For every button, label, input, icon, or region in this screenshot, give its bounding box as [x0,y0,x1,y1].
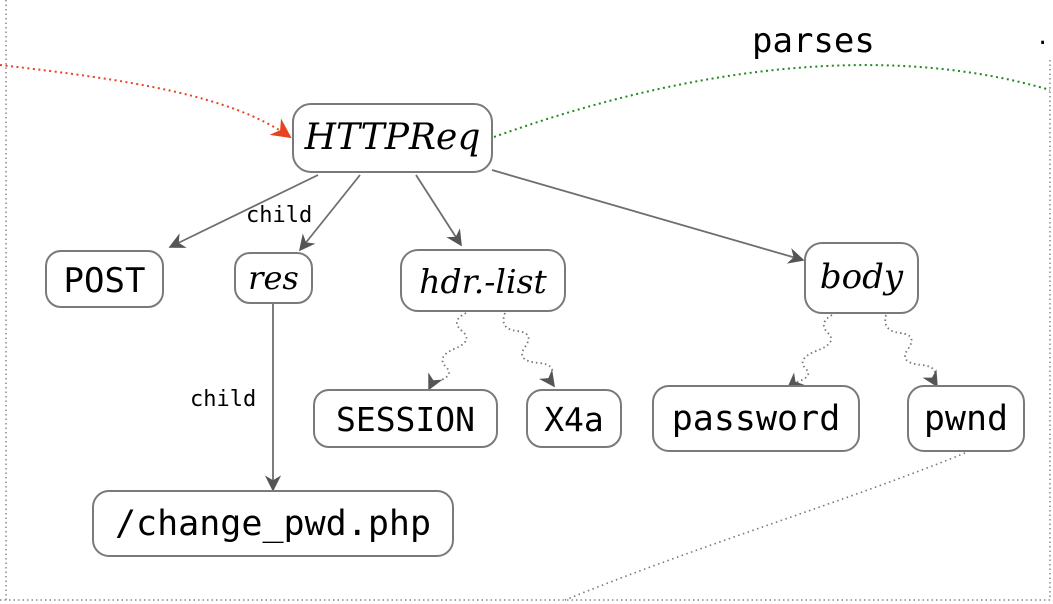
node-post-label: POST [64,261,146,301]
node-change-pwd-path-label: /change_pwd.php [115,504,431,544]
node-password-label: password [672,399,841,439]
red-incoming-edge [0,64,292,139]
edge-body-pwnd [884,314,938,388]
node-x4a-label: X4a [544,400,604,439]
edge-label-child-lower: child [190,387,256,412]
ellipsis-mark: ·· [1036,31,1053,56]
edge-hdr-list-x4a [502,312,555,388]
node-session: SESSION [313,389,498,448]
edge-body-password [786,314,833,390]
node-pwnd: pwnd [907,385,1025,452]
node-change-pwd-path: /change_pwd.php [92,490,454,557]
edge-label-child-upper: child [246,203,312,228]
edge-hdr-list-session [428,312,468,391]
node-body-label: body [820,257,904,297]
node-pwnd-label: pwnd [924,399,1008,439]
node-res: res [234,252,313,304]
node-password: password [652,385,860,452]
edge-httpreq-body [491,169,805,264]
node-httpreq-label: HTTPReq [304,117,481,158]
edge-httpreq-res [298,174,361,252]
node-httpreq: HTTPReq [292,103,493,173]
node-post: POST [45,250,164,308]
green-outgoing-edge [493,64,1051,138]
pwnd-dotted-tail [564,452,966,601]
node-res-label: res [248,259,299,297]
node-hdr-list: hdr.-list [400,249,566,312]
node-session-label: SESSION [336,400,475,439]
edge-httpreq-post [168,174,319,248]
edge-httpreq-hdr-list [415,174,462,247]
node-body: body [804,242,919,314]
node-hdr-list-label: hdr.-list [419,262,547,301]
parses-label: parses [752,21,875,61]
node-x4a: X4a [526,389,622,448]
